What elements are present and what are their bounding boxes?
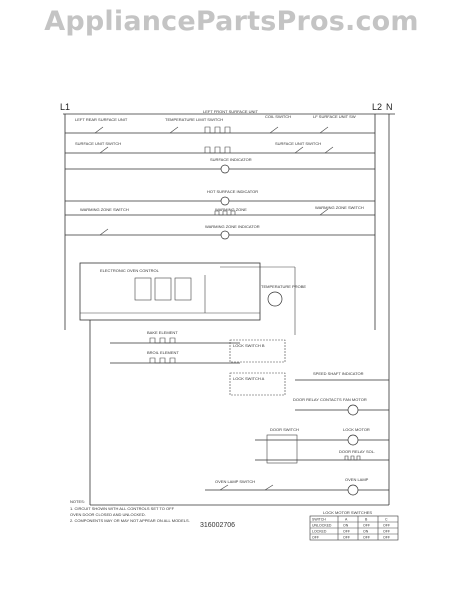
lock-motor [347,434,359,446]
lock-switches: LOCK SWITCH B LOCK SWITCH A [229,339,286,396]
table-cell: OFF [383,524,390,528]
warming-zone-indicator-label: WARMING ZONE INDICATOR [205,224,260,229]
table-title: LOCK MOTOR SWITCHES [323,510,372,515]
door-relay-contacts-label: DOOR RELAY CONTACTS [293,397,342,402]
neutral-label: N [386,102,393,112]
table-cell: OFF [383,530,390,534]
row-warming-indicator: WARMING ZONE INDICATOR [65,224,375,240]
door-switch-box [266,434,298,464]
line-l2-label: L2 [372,102,382,112]
table-row-2: LOCKED OFF ON OFF [312,530,390,534]
switch-contact-2 [169,126,179,134]
line-l1-label: L1 [60,102,70,112]
temp-switch-label: TEMPERATURE LIMIT SWITCH [165,117,223,122]
surface-unit-switch-label: SURFACE UNIT SWITCH [75,141,121,146]
notes-line-3: 2. COMPONENTS MAY OR MAY NOT APPEAR ON A… [70,518,190,523]
temperature-probe-label: TEMPERATURE PROBE [261,284,306,289]
relay-3 [174,277,192,301]
warming-zone-lamp [220,230,230,240]
table-cell: OFF [343,530,350,534]
table-cell: OFF [312,536,319,540]
eoc-label: ELECTRONIC OVEN CONTROL [100,268,160,273]
table-row-0: SWITCH A B C [312,518,388,522]
lf-surface-sw-label: LF SURFACE UNIT SW [313,114,356,119]
surface-indicator-lamp [220,164,230,174]
element-coil-1 [204,126,231,134]
notes-line-1: 1. CIRCUIT SHOWN WITH ALL CONTROLS SET T… [70,506,175,511]
row-surface-units-1: LEFT REAR SURFACE UNIT TEMPERATURE LIMIT… [65,109,375,134]
table-row-3: OFF OFF OFF OFF [312,536,390,540]
table-row-1: UNLOCKED ON OFF OFF [312,524,390,528]
hot-surface-lamp [220,196,230,206]
warming-zone-label: WARMING ZONE [215,207,247,212]
table-cell: OFF [363,524,370,528]
electronic-oven-control: ELECTRONIC OVEN CONTROL [79,262,296,335]
table-cell: OFF [383,536,390,540]
warming-zone-switch-label: WARMING ZONE SWITCH [80,207,129,212]
fan-motor-label: FAN MOTOR [343,397,367,402]
bake-element-label: BAKE ELEMENT [147,330,178,335]
door-relay-sol [344,455,361,461]
row-surface-indicator: SURFACE INDICATOR [65,157,375,174]
table-cell: LOCKED [312,530,327,534]
table-cell: A [345,518,348,522]
oven-lamp-label: OVEN LAMP [345,477,369,482]
relay-2 [154,277,172,301]
row-warming-zone: WARMING ZONE SWITCH WARMING ZONE WARMING… [65,205,375,216]
oven-lamp-switch-label: OVEN LAMP SWITCH [215,479,255,484]
row-elements: BAKE ELEMENT BROIL ELEMENT [110,330,240,364]
table-cell: ON [343,524,349,528]
broil-element-label: BROIL ELEMENT [147,350,179,355]
oven-lamp [347,484,359,496]
table-cell: C [385,518,388,522]
relay-1 [134,277,152,301]
warming-zone-switch-label-r: WARMING ZONE SWITCH [315,205,364,210]
coil-switch-label: COIL SWITCH [265,114,291,119]
notes-line-2: OVEN DOOR CLOSED AND UNLOCKED. [70,512,146,517]
table-cell: ON [363,530,369,534]
lr-surface-label: LEFT REAR SURFACE UNIT [75,117,128,122]
surface-unit-switch-label-2: SURFACE UNIT SWITCH [275,141,321,146]
table-cell: OFF [343,536,350,540]
speed-shaft-label: SPEED SHAFT INDICATOR [313,371,364,376]
door-relay-sol-label: DOOR RELAY SOL. [339,449,375,454]
switch-contact-4 [319,126,329,134]
table-cell: SWITCH [312,518,326,522]
wiring-diagram-sheet: L1 L2 N LEFT REAR SURFACE UNIT TEMPERATU… [55,85,410,545]
hot-surface-label: HOT SURFACE INDICATOR [207,189,258,194]
broil-element [149,357,176,364]
switch-contact-1 [94,126,104,134]
lock-switch-a-label: LOCK SWITCH A [233,376,265,381]
bake-element [149,337,176,344]
notes-heading: NOTES: [70,499,85,504]
temperature-probe: TEMPERATURE PROBE [261,284,306,307]
lock-motor-table: LOCK MOTOR SWITCHES SWITCH A B C UNLOCKE… [309,510,399,541]
right-components: SPEED SHAFT INDICATOR FAN MOTOR DOOR REL… [205,371,389,496]
fan-motor [347,404,359,416]
table-cell: B [365,518,368,522]
lock-switch-b-label: LOCK SWITCH B [233,343,265,348]
watermark-logo: AppliancePartsPros.com [44,6,419,37]
lf-surface-label: LEFT FRONT SURFACE UNIT [203,109,259,114]
surface-indicator-label: SURFACE INDICATOR [210,157,252,162]
table-cell: OFF [363,536,370,540]
wiring-diagram: L1 L2 N LEFT REAR SURFACE UNIT TEMPERATU… [60,102,399,541]
element-coil-2 [204,146,231,154]
row-hot-surface: HOT SURFACE INDICATOR [65,189,375,206]
row-surface-units-2: SURFACE UNIT SWITCH SURFACE UNIT SWITCH [65,141,375,154]
switch-contact-3 [269,126,279,134]
table-cell: UNLOCKED [312,524,332,528]
part-number: 316002706 [200,522,235,529]
door-switch-label: DOOR SWITCH [270,427,299,432]
lock-motor-label: LOCK MOTOR [343,427,370,432]
